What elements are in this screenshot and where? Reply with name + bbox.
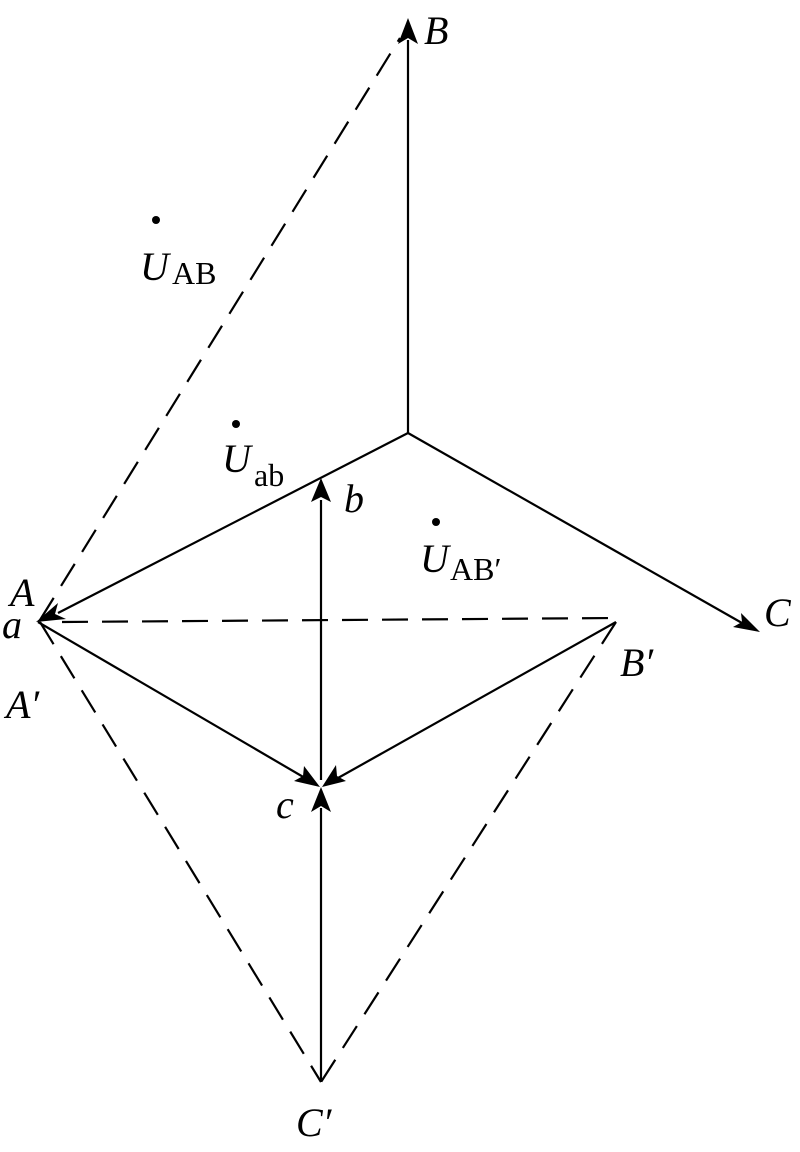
label-b: b	[344, 476, 364, 521]
label-B-prime: B′	[620, 640, 654, 685]
phasor-dot-U-AB	[152, 216, 160, 224]
arrowhead-c-from-Bp	[322, 765, 346, 787]
phasor-line-O-A	[57, 432, 409, 614]
phasor-symbol-U-AB: U	[140, 244, 172, 289]
label-A-prime: A′	[3, 682, 40, 727]
phasor-symbol-U-ABp: U	[420, 536, 452, 581]
label-c: c	[276, 782, 294, 827]
arrowhead-B	[398, 18, 418, 44]
label-C: C	[764, 590, 792, 635]
phasor-line-Bp-c	[337, 621, 617, 779]
phasor-symbol-U-ab: U	[222, 436, 254, 481]
arrowhead-c-from-a	[294, 766, 320, 787]
phasor-subscript-U-ABp: AB′	[450, 551, 501, 587]
label-a: a	[2, 602, 22, 647]
phasor-line-O-C	[407, 432, 743, 624]
label-B: B	[424, 8, 448, 53]
phasor-label-U-ab: U ab	[222, 420, 284, 493]
phasor-label-U-ABp: U AB′	[420, 518, 501, 587]
dashed-line-a-Cp	[39, 621, 322, 1083]
phasor-dot-U-ABp	[432, 518, 440, 526]
arrowhead-C	[733, 613, 760, 632]
phasor-dot-U-ab	[232, 420, 240, 428]
phasor-line-a-c	[37, 621, 306, 779]
phasor-label-U-AB: U AB	[140, 216, 216, 291]
phasor-subscript-U-ab: ab	[254, 457, 284, 493]
arrowhead-c-from-Cp	[311, 787, 331, 812]
label-A: A	[7, 570, 35, 615]
dashed-line-a-Bp	[61, 616, 617, 624]
dashed-line-a-B	[39, 37, 401, 621]
dashed-line-Bp-Cp	[320, 621, 617, 1083]
phasor-subscript-U-AB: AB	[172, 255, 216, 291]
label-C-prime: C′	[296, 1100, 333, 1145]
arrowhead-b	[311, 478, 331, 502]
arrowhead-A	[36, 603, 66, 622]
